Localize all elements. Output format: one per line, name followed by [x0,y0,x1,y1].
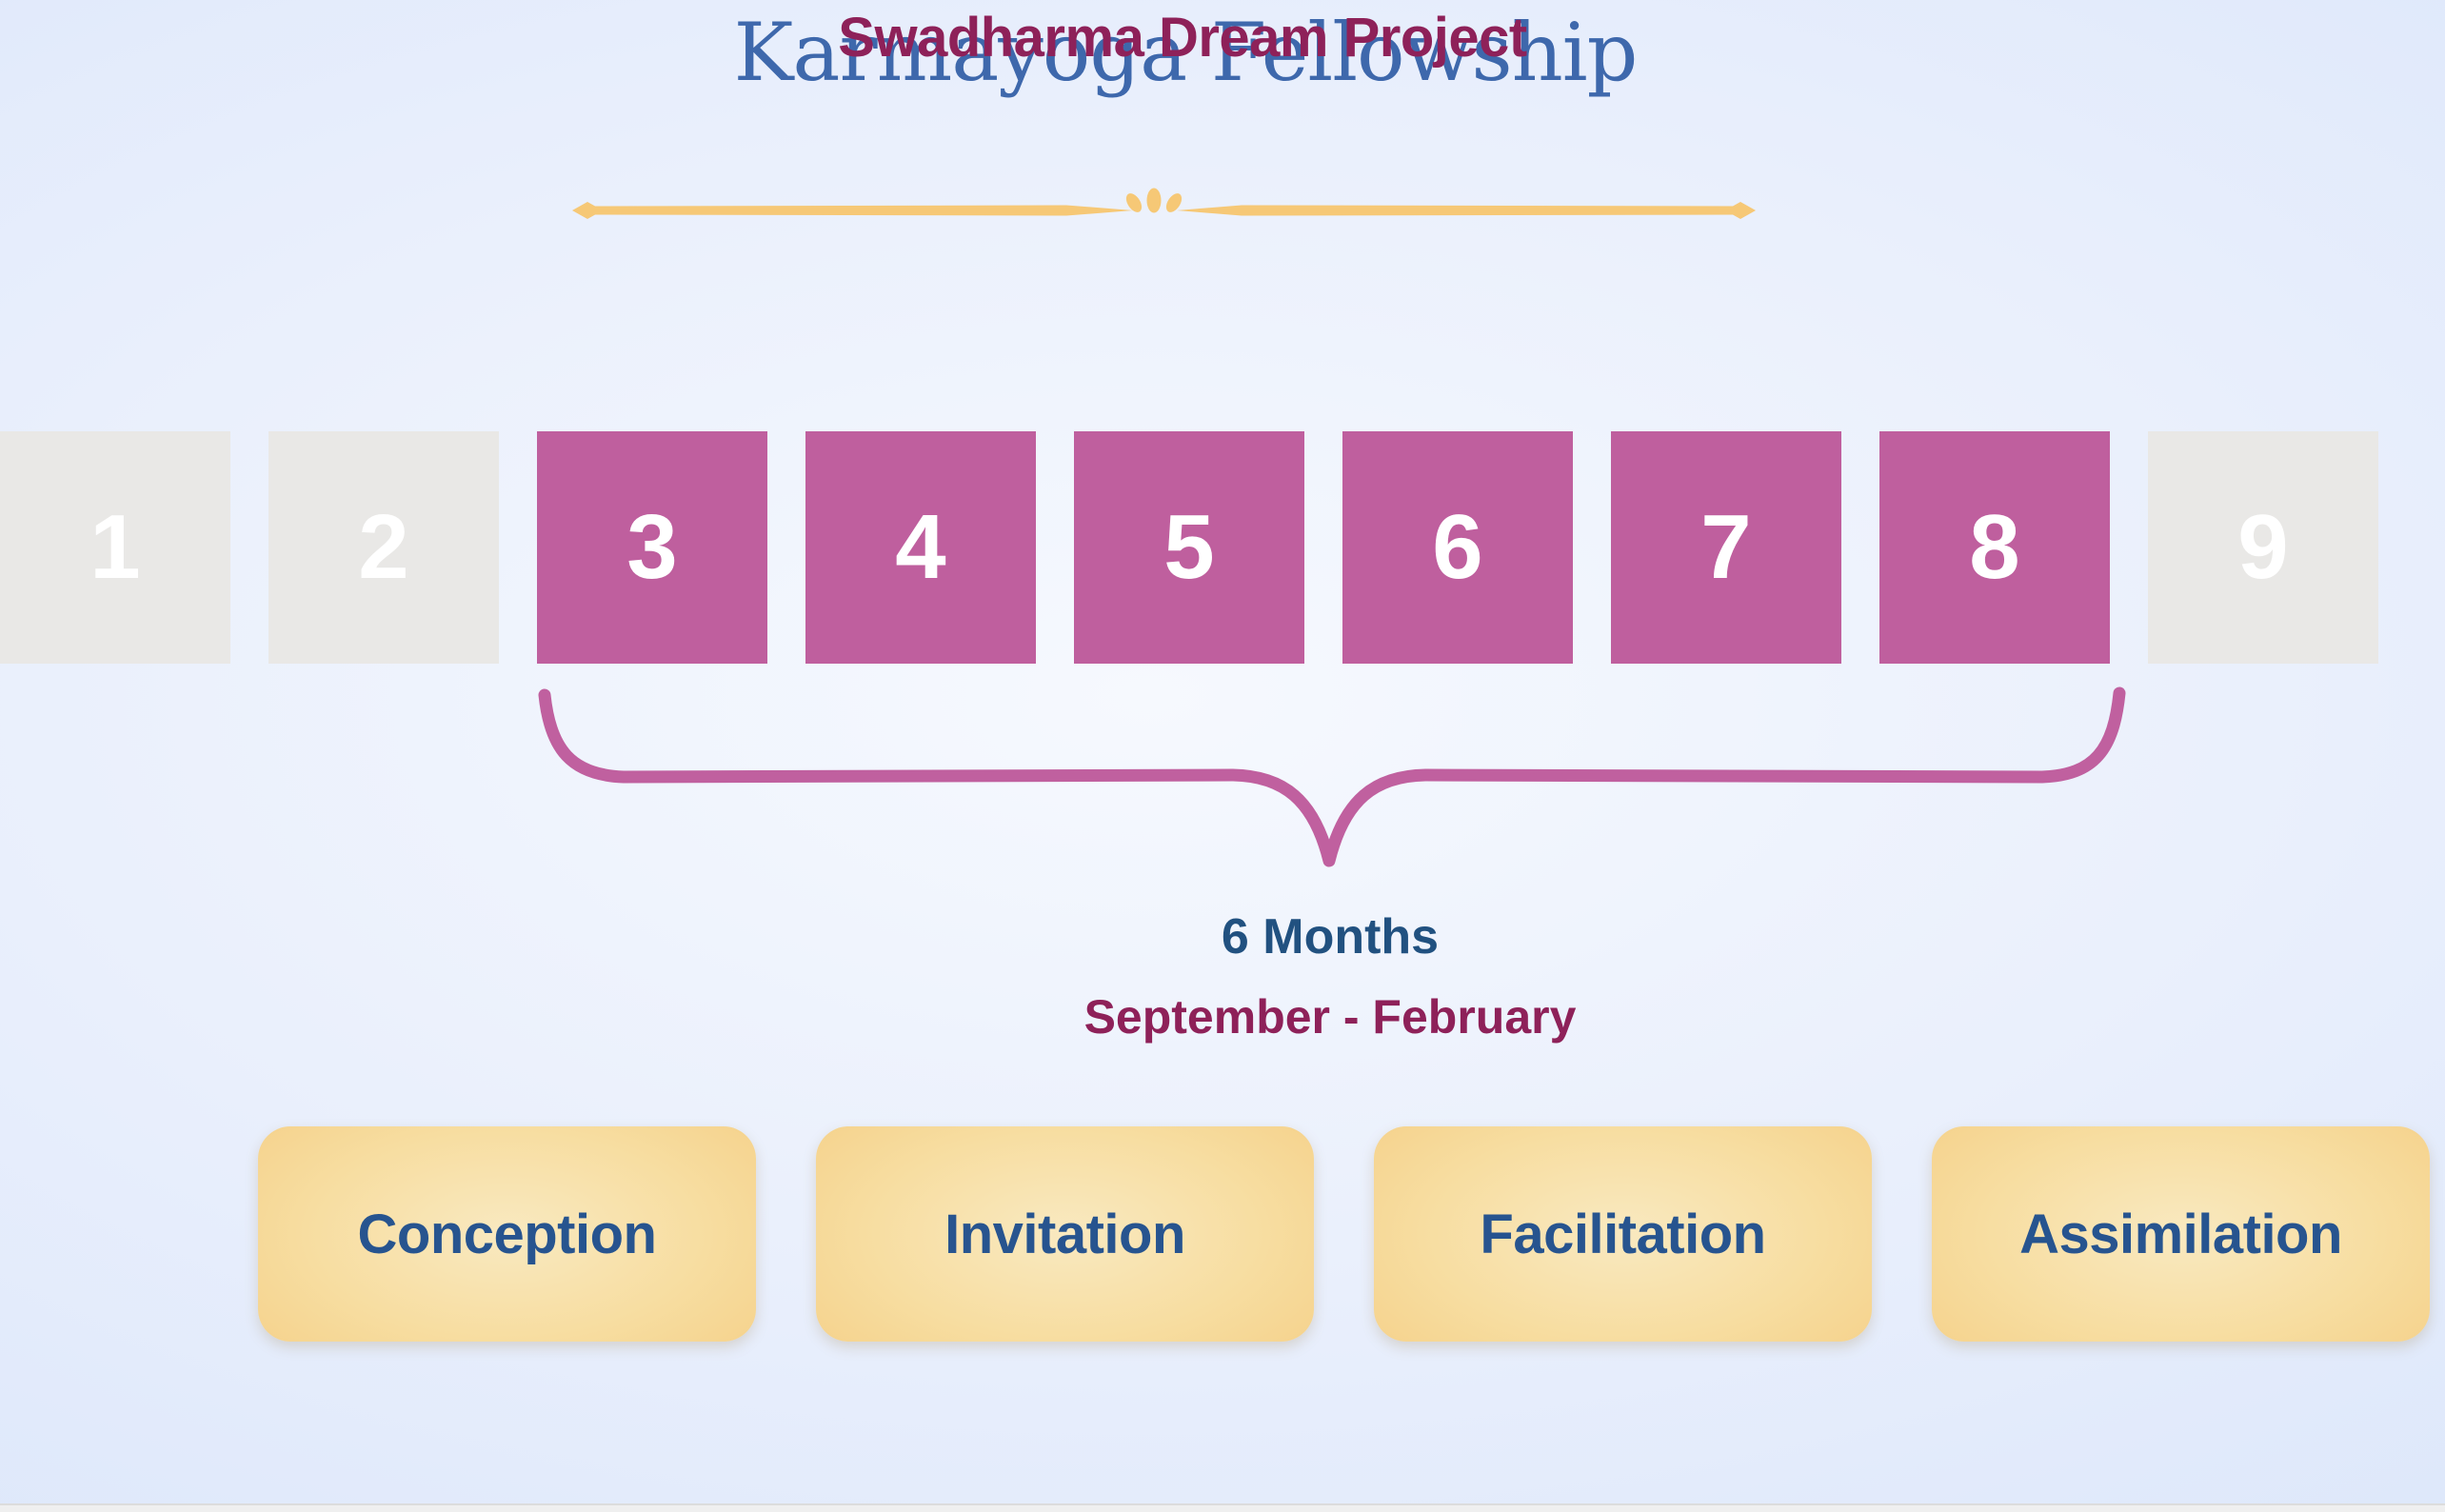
month-square: 6 [1342,431,1573,664]
month-number: 1 [89,496,141,598]
month-number: 3 [626,496,678,598]
slide-bottom-edge [0,1503,2445,1512]
month-number: 6 [1432,496,1483,598]
phase-card: Assimilation [1932,1126,2430,1342]
month-squares-row: 1 2 3 4 5 6 7 8 9 [0,431,2378,664]
project-subtitle: Swadharma Dream Project [838,7,1527,69]
month-number: 2 [358,496,409,598]
phase-label: Conception [357,1203,657,1265]
divider-left-line [595,205,1133,216]
curly-brace-icon [538,686,2126,867]
duration-label: 6 Months [1221,909,1440,965]
page-title: Karmayoga Fellowship [733,6,1639,99]
month-square: 4 [805,431,1036,664]
month-number: 4 [895,496,946,598]
month-square: 5 [1074,431,1304,664]
month-square: 2 [268,431,499,664]
month-square: 1 [0,431,230,664]
month-number: 7 [1700,496,1752,598]
phase-label: Facilitation [1480,1203,1766,1265]
month-square: 7 [1611,431,1841,664]
gold-divider [572,188,1756,219]
phase-card: Conception [258,1126,756,1342]
month-number: 8 [1969,496,2020,598]
phases-row: Conception Invitation Facilitation Assim… [258,1126,2430,1342]
phase-card: Invitation [816,1126,1314,1342]
phase-card: Facilitation [1374,1126,1872,1342]
divider-right-line [1177,205,1738,216]
month-number: 5 [1163,496,1215,598]
phase-label: Invitation [944,1203,1185,1265]
diamond-icon [1725,202,1756,219]
lotus-petals-icon [1125,188,1183,213]
month-number: 9 [2237,496,2289,598]
months-range-label: September - February [1083,990,1577,1044]
phase-label: Assimilation [2019,1203,2342,1265]
month-square: 9 [2148,431,2378,664]
month-square: 8 [1879,431,2110,664]
month-square: 3 [537,431,767,664]
